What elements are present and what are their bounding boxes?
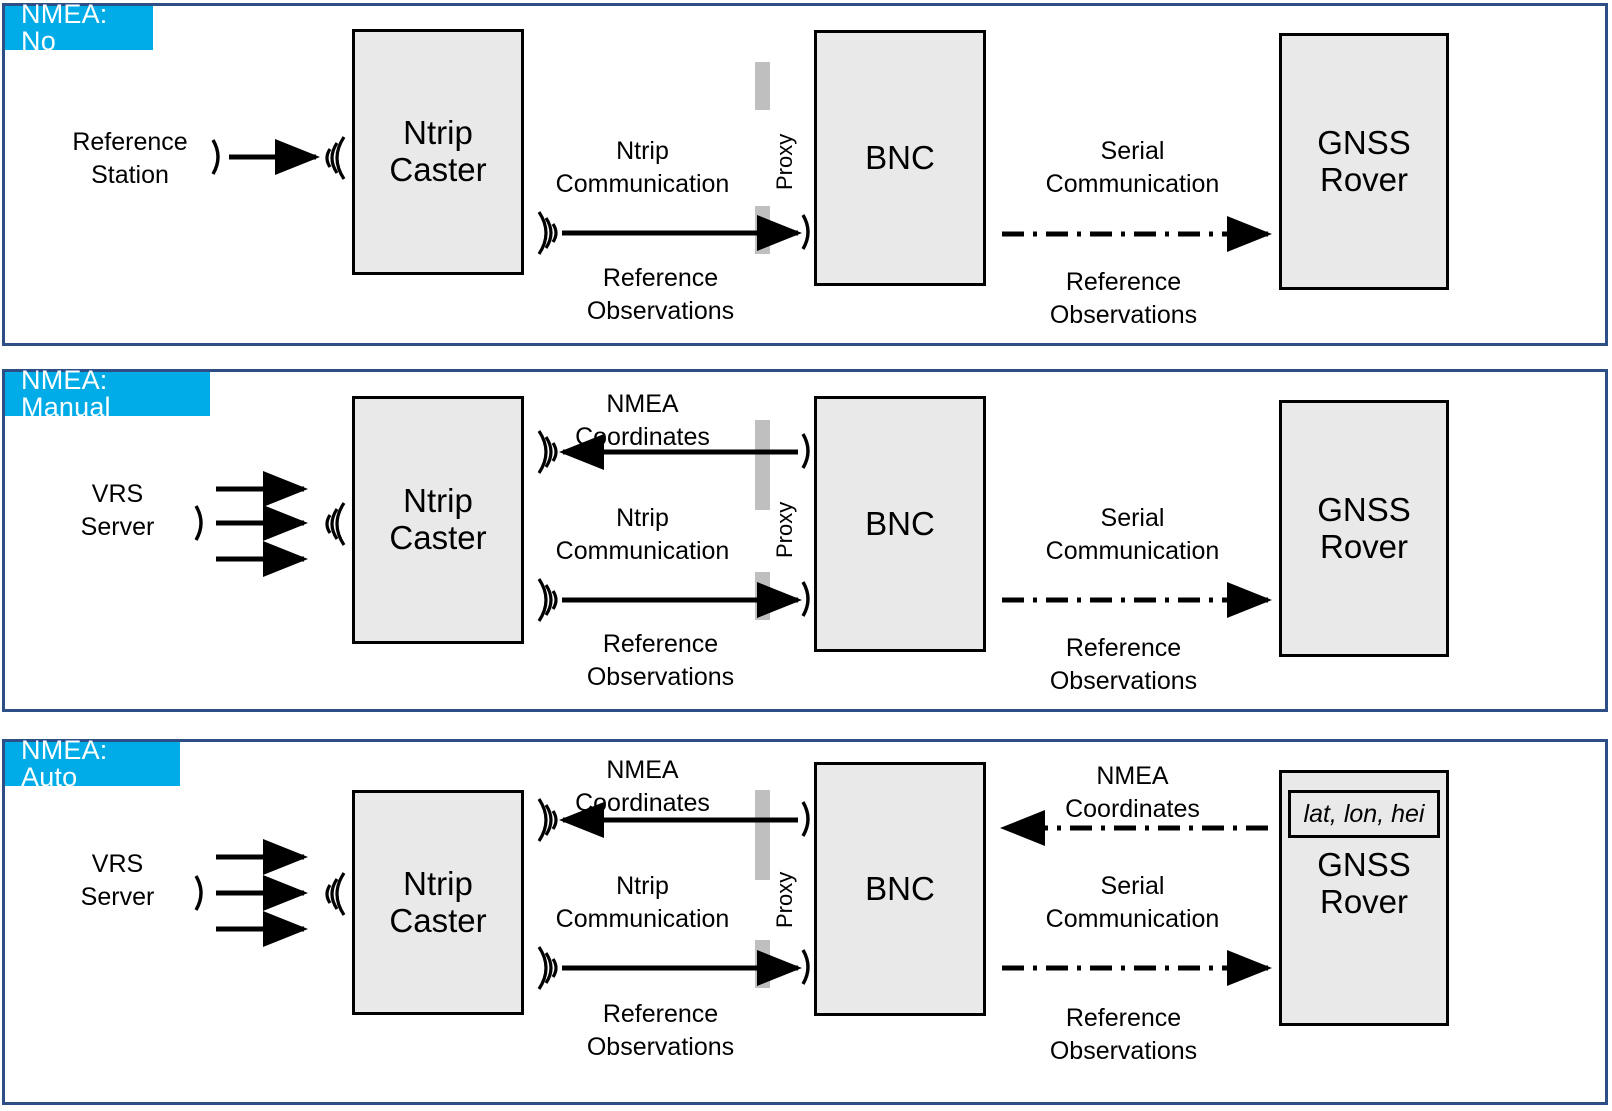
- panel1-link-serial-reference-observations: Reference Observations: [1049, 268, 1198, 330]
- panel3-link-rover-nmea-coordinates: NMEA Coordinates: [1065, 762, 1200, 824]
- panel1-node-ntrip-caster: Ntrip Caster: [352, 29, 524, 275]
- panel3-proxy-bar-bottom: [755, 940, 770, 988]
- panel1-link-reference-observations: Reference Observations: [586, 264, 735, 326]
- panel2-link-nmea-coordinates: NMEA Coordinates: [575, 390, 710, 452]
- panel3-link-reference-observations: Reference Observations: [586, 1000, 735, 1062]
- panel2-node-gnss-rover: GNSS Rover: [1279, 400, 1449, 657]
- panel2-bnc-label: BNC: [865, 504, 935, 542]
- panel3-proxy-label: Proxy: [772, 871, 797, 928]
- panel2-node-bnc: BNC: [814, 396, 986, 652]
- panel1-proxy-bar-top: [755, 62, 770, 110]
- panel2-gnss-rover-label: GNSS Rover: [1317, 490, 1411, 565]
- panel3-proxy-bar-top: [755, 790, 770, 836]
- panel1-proxy-bar-bottom: [755, 206, 770, 254]
- panel1-source-label: Reference Station: [72, 128, 188, 190]
- badge-nmea-manual: NMEA: Manual: [5, 367, 210, 421]
- panel2-link-serial-comm: Serial Communication: [1045, 504, 1220, 566]
- panel3-node-bnc: BNC: [814, 762, 986, 1016]
- panel3-gnss-rover-label: GNSS Rover: [1317, 846, 1411, 920]
- panel3-link-nmea-coordinates: NMEA Coordinates: [575, 756, 710, 818]
- panel2-ntrip-caster-label: Ntrip Caster: [389, 482, 487, 556]
- panel2-proxy-label: Proxy: [772, 501, 797, 558]
- panel1-proxy-label: Proxy: [772, 133, 797, 190]
- panel2-link-reference-observations: Reference Observations: [586, 630, 735, 692]
- panel1-node-bnc: BNC: [814, 30, 986, 286]
- panel3-link-serial-comm: Serial Communication: [1045, 872, 1220, 934]
- panel2-link-serial-reference-observations: Reference Observations: [1049, 634, 1198, 696]
- panel3-link-serial-reference-observations: Reference Observations: [1049, 1004, 1198, 1066]
- panel1-link-ntrip-comm: Ntrip Communication: [555, 137, 730, 199]
- panel2-proxy-bar-bottom: [755, 572, 770, 620]
- panel1-gnss-rover-label: GNSS Rover: [1317, 123, 1411, 198]
- panel2-source-label: VRS Server: [80, 480, 155, 542]
- panel2-link-ntrip-comm: Ntrip Communication: [555, 504, 730, 566]
- panel3-bnc-label: BNC: [865, 869, 935, 907]
- badge-nmea-auto: NMEA: Auto: [5, 737, 180, 791]
- panel1-bnc-label: BNC: [865, 138, 935, 176]
- panel3-rover-coordinate-box: lat, lon, hei: [1288, 790, 1440, 838]
- panel2-proxy-bar-top: [755, 420, 770, 466]
- badge-nmea-no: NMEA: No: [5, 1, 153, 55]
- panel3-proxy-bar-mid: [755, 836, 770, 880]
- panel2-proxy-bar-mid: [755, 466, 770, 510]
- panel1-link-serial-comm: Serial Communication: [1045, 137, 1220, 199]
- panel1-node-gnss-rover: GNSS Rover: [1279, 33, 1449, 290]
- panel3-node-ntrip-caster: Ntrip Caster: [352, 790, 524, 1015]
- panel1-ntrip-caster-label: Ntrip Caster: [389, 114, 487, 188]
- panel3-source-label: VRS Server: [80, 850, 155, 912]
- panel3-ntrip-caster-label: Ntrip Caster: [389, 864, 487, 939]
- panel2-node-ntrip-caster: Ntrip Caster: [352, 396, 524, 644]
- panel3-link-ntrip-comm: Ntrip Communication: [555, 872, 730, 934]
